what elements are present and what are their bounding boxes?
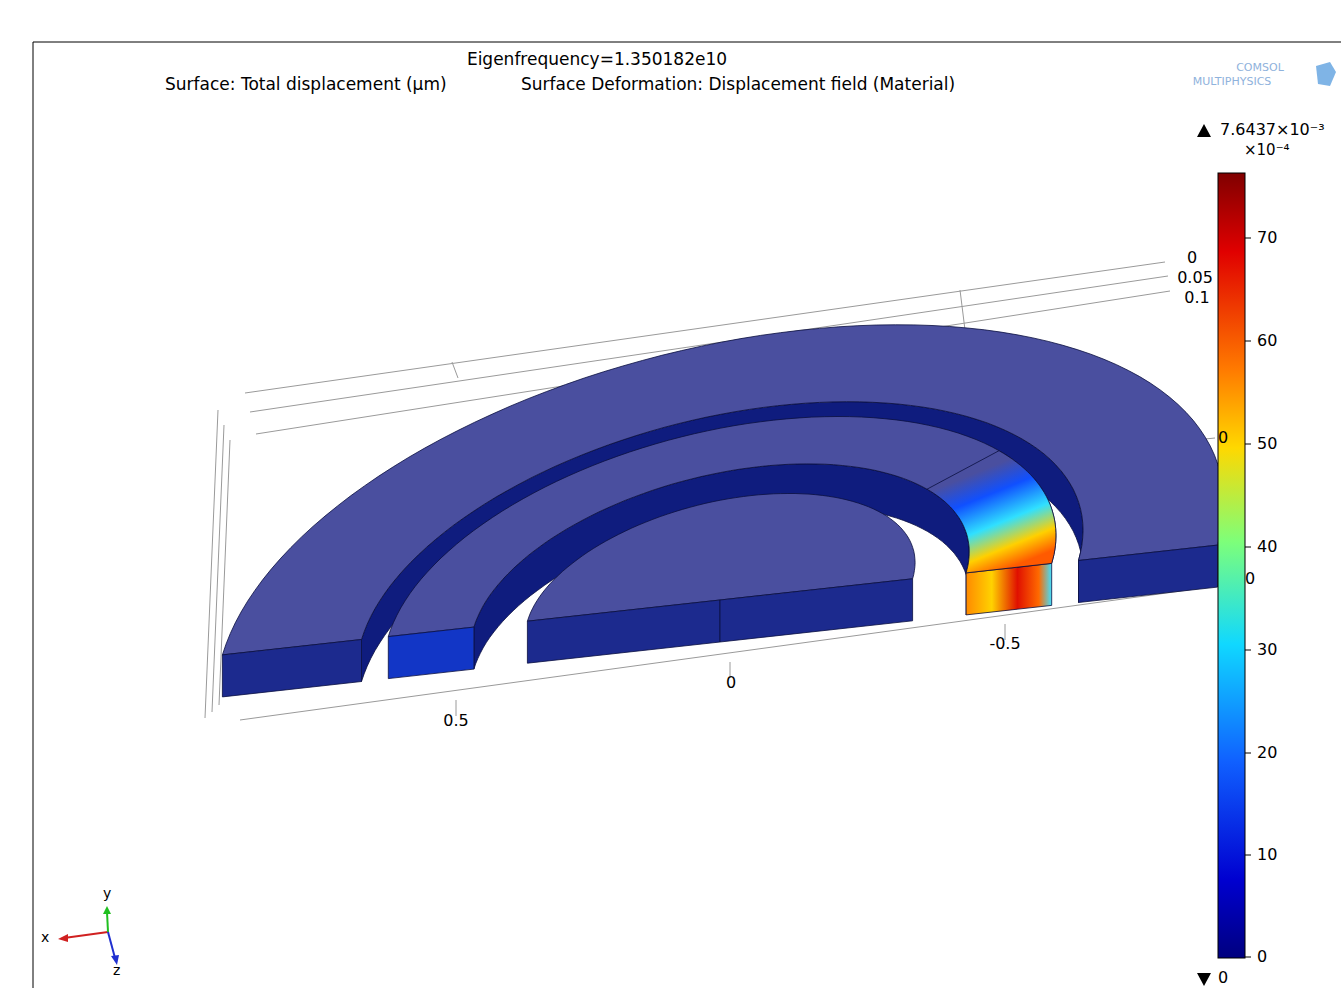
color-bar-tick: 20 — [1257, 743, 1277, 762]
color-bar-tick: 50 — [1257, 434, 1277, 453]
cut-face — [1079, 545, 1218, 602]
color-bar-tick: 10 — [1257, 845, 1277, 864]
color-bar-tick: 70 — [1257, 228, 1277, 247]
frame-line — [33, 42, 1341, 43]
cut-face — [222, 640, 361, 697]
color-bar-tick: 0 — [1257, 947, 1267, 966]
color-bar-tick: 30 — [1257, 640, 1277, 659]
plot-title: Eigenfrequency=1.350182e10 — [467, 49, 727, 69]
axis-name: z — [113, 962, 120, 979]
axis-tick-label: 0 — [726, 673, 736, 692]
plot-subtitle: Surface Deformation: Displacement field … — [521, 74, 955, 94]
color-bar-tick: 60 — [1257, 331, 1277, 350]
cut-face — [388, 627, 474, 679]
frame-line — [33, 42, 34, 988]
axis-triad — [58, 906, 119, 965]
max-value: 7.6437×10⁻³ — [1220, 120, 1325, 139]
watermark: MULTIPHYSICS — [1193, 75, 1272, 88]
cut-face — [527, 600, 720, 663]
axis-tick-label: 0 — [1187, 248, 1197, 267]
cut-face — [720, 579, 913, 642]
min-marker — [1197, 973, 1211, 986]
tick — [1245, 957, 1251, 958]
color-bar-ticks — [1245, 238, 1251, 957]
resonator-geometry — [222, 325, 1224, 697]
displacement-hotspot — [927, 451, 1056, 573]
y-axis-arrow — [107, 912, 108, 932]
watermark: COMSOL — [1236, 61, 1284, 74]
plot-subtitle: Surface: Total displacement (µm) — [165, 74, 447, 94]
axis-tick-label: 0.05 — [1177, 268, 1213, 287]
color-bar-scale: ×10⁻⁴ — [1244, 141, 1290, 159]
z-axis-arrow — [108, 932, 115, 958]
max-marker — [1197, 124, 1211, 137]
watermark-logo — [1316, 62, 1336, 86]
axis-tick — [452, 362, 458, 378]
axis-tick-label: -0.5 — [989, 634, 1020, 653]
arrowhead — [58, 934, 68, 942]
axis-name: x — [41, 929, 49, 946]
tick — [1245, 238, 1251, 239]
min-value: 0 — [1218, 968, 1228, 987]
arrowhead — [103, 906, 111, 914]
tick — [1245, 547, 1251, 548]
axis-name: y — [103, 885, 111, 902]
axis-box — [205, 262, 1225, 720]
x-axis-arrow — [64, 932, 108, 938]
axis-tick-label: 0.5 — [443, 711, 468, 730]
tick — [1245, 855, 1251, 856]
axis-tick-label: 0.1 — [1184, 288, 1209, 307]
color-bar-tick: 40 — [1257, 537, 1277, 556]
axis-tick-label: 0 — [1218, 428, 1228, 447]
tick — [1245, 341, 1251, 342]
tick — [1245, 650, 1251, 651]
color-bar — [1218, 173, 1245, 958]
tick — [1245, 753, 1251, 754]
axis-line — [205, 410, 218, 718]
axis-tick-label: 0 — [1245, 569, 1255, 588]
axis-tick — [960, 290, 965, 330]
tick — [1245, 444, 1251, 445]
